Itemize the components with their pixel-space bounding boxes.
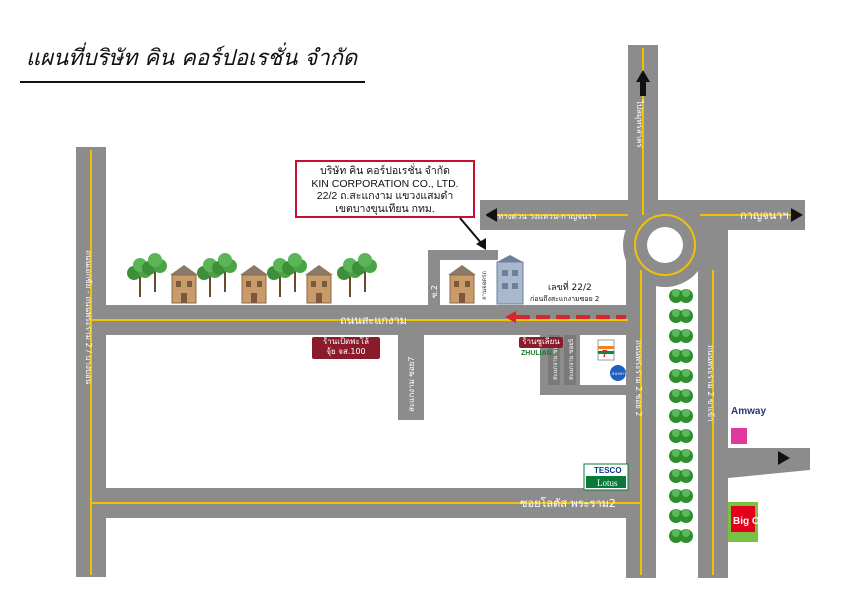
road-label-soi7: สะแกงาม ซอย7 [407, 357, 416, 412]
road-label-expressway: ทางด่วน วงแหวน-กาญจนาฯ [498, 212, 596, 221]
road-label-kanchana: กาญจนาฯ [740, 209, 789, 222]
route-arrow-icon [505, 311, 626, 323]
address-number: เลขที่ 22/2 [548, 280, 592, 293]
callout-company-thai: บริษัท คิน คอร์ปอเรชั่น จำกัด [320, 165, 450, 177]
road-label-lotus-soi: ซอยโลตัส พระราม2 [520, 496, 616, 510]
road-label-left-vertical: ถนนเอกชัย - ถนนพระราม 2 / บางบอน [84, 250, 93, 385]
arrow-right-icon-2 [778, 451, 790, 465]
svg-text:TESCO: TESCO [594, 466, 622, 475]
building-tag: ลานจอดรถ [481, 271, 488, 300]
road-label-rama2-right: ถนนพระราม 2 ขาเข้า [706, 345, 715, 422]
shrub-row [669, 289, 693, 543]
duck-shop-sub: จุ้ย จส.100 [326, 347, 366, 356]
amway-icon [731, 428, 747, 444]
road-label-sakaengam: ถนนสะแกงาม [340, 314, 407, 327]
tesco-lotus-icon: TESCO Lotus [583, 463, 629, 491]
arrow-left-icon [485, 208, 497, 222]
seven-eleven-icon: 7 [597, 339, 615, 361]
page-title: แผนที่บริษัท คิน คอร์ปอเรชั่น จำกัด [20, 40, 366, 83]
zhulian-brand: ZHULIAN [521, 350, 552, 357]
amway-label: Amway [731, 406, 767, 417]
company-callout: บริษัท คิน คอร์ปอเรชั่น จำกัด KIN CORPOR… [295, 160, 475, 218]
bank-icon: ธนาคาร [610, 365, 627, 381]
svg-text:Lotus: Lotus [597, 478, 618, 488]
duck-shop-sign: ร้านเป็ดพะโล้ จุ้ย จส.100 [312, 337, 380, 359]
big-c-icon: Big C [728, 502, 759, 542]
road-label-soi5: สะแกงาม ซอย5 [568, 338, 575, 380]
svg-text:ธนาคาร: ธนาคาร [612, 371, 627, 376]
callout-pointer [459, 217, 483, 245]
callout-address: 22/2 ถ.สะแกงาม แขวงแสมดำ [316, 190, 454, 202]
svg-text:7: 7 [602, 349, 608, 360]
road-network [76, 45, 810, 578]
road-label-rama2-soi2: ถนนพระราม 2 ซอย 2 [634, 340, 643, 416]
callout-company-en: KIN CORPORATION CO., LTD. [311, 177, 459, 190]
before-soi-note: ก่อนถึงสะแกงามซอย 2 [530, 294, 599, 303]
road-label-soi2: ซ.2 [430, 285, 439, 298]
zhulian-shop-sign: ร้านซูเลียน [519, 337, 563, 348]
duck-shop-name: ร้านเป็ดพะโล้ [322, 337, 370, 346]
arrow-up-icon [636, 70, 650, 82]
arrow-right-icon [791, 208, 803, 222]
kin-building-icon [496, 255, 524, 305]
road-label-top-vertical: ไปสมุทรสาคร [635, 99, 644, 149]
callout-district: เขตบางขุนเทียน กทม. [335, 202, 435, 215]
road-label-soi3: สะแกงาม ซอย3 [552, 338, 559, 380]
svg-text:Big C: Big C [733, 516, 759, 527]
